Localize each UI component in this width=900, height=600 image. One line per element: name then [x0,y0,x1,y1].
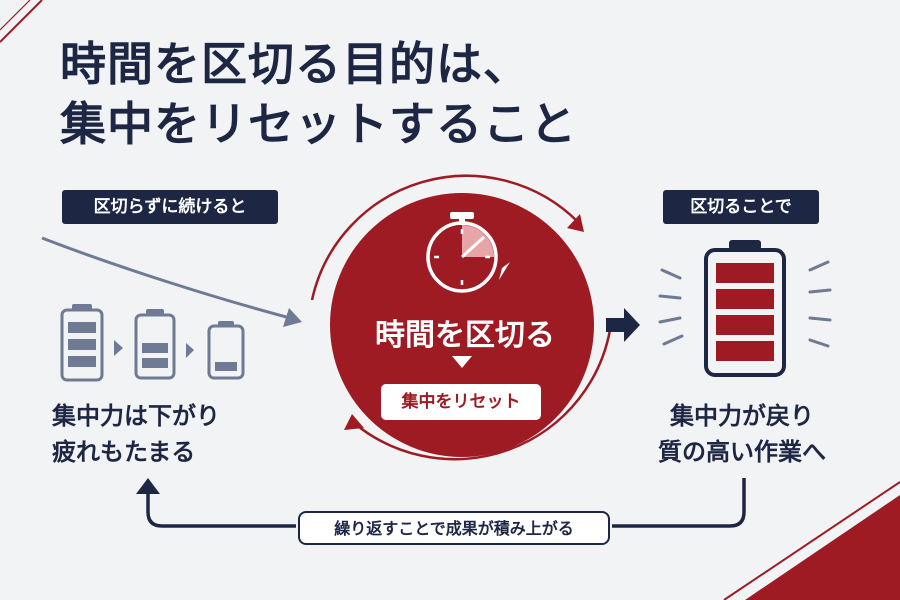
left-caption-line-2: 疲れもたまる [52,438,196,466]
battery-icon-medium [134,309,176,380]
page-title: 時間を区切る目的は、 集中をリセットすること [60,34,577,154]
cycle-label: 繰り返すことで成果が積み上がる [298,511,610,545]
right-tag: 区切ることで [663,190,819,224]
small-arrow-icon [114,340,123,356]
title-line-1: 時間を区切る目的は、 [60,37,530,91]
corner-accent-top-left [0,0,43,43]
glow-lines [658,260,832,348]
battery-icon-charged [704,240,786,377]
small-arrow-icon [186,343,194,358]
down-triangle-icon [452,356,472,368]
left-caption-line-1: 集中力は下がり [52,402,220,430]
incoming-arrow [41,236,302,327]
corner-accent-bottom-right [723,481,900,600]
return-loop-arrow [136,478,746,528]
battery-icon-low [207,321,245,380]
right-caption: 集中力が戻り 質の高い作業へ [622,398,862,470]
stopwatch-icon [426,212,510,293]
left-caption: 集中力は下がり 疲れもたまる [52,398,292,470]
cycle-arrow-icon [310,174,612,461]
center-label: 時間を区切る [375,318,555,353]
left-tag: 区切らずに続けると [62,190,278,224]
battery-icon-full [60,304,104,382]
arrow-icon [606,308,640,342]
reset-pill: 集中をリセット [381,384,541,420]
title-line-2: 集中をリセットすること [60,97,577,151]
right-caption-line-1: 集中力が戻り [670,402,814,430]
right-caption-line-2: 質の高い作業へ [658,438,826,466]
